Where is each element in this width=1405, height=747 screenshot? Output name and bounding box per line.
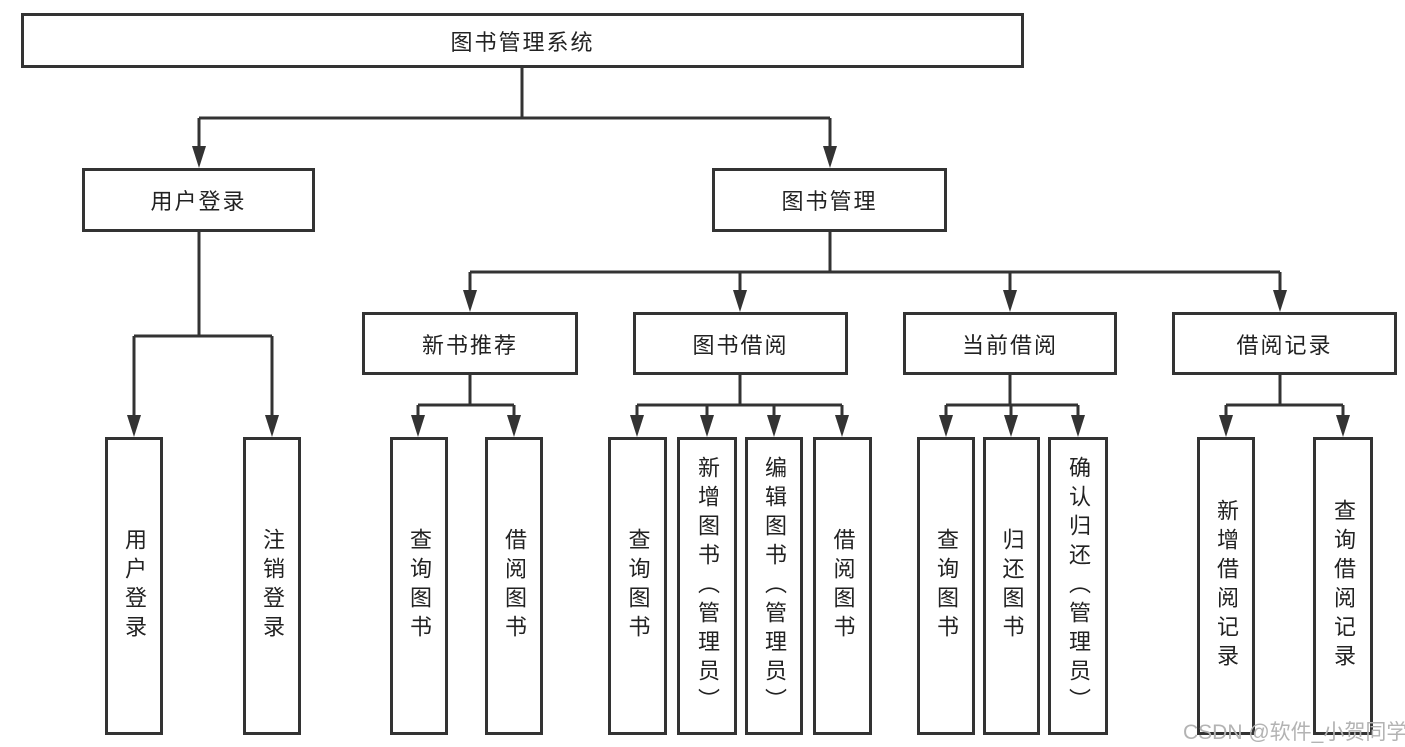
leaf-borrow-query-books: 查询图书 — [608, 437, 667, 735]
leaf-recommend-query-books: 查询图书 — [390, 437, 448, 735]
node-label: 借阅图书 — [830, 528, 856, 644]
node-label: 新增图书（管理员） — [695, 455, 720, 717]
leaf-logout: 注销登录 — [243, 437, 301, 735]
node-book-management: 图书管理 — [712, 168, 947, 232]
node-library-management-system: 图书管理系统 — [21, 13, 1024, 68]
node-label: 新书推荐 — [421, 332, 518, 358]
node-label: 查询图书 — [407, 528, 432, 644]
node-book-borrowing: 图书借阅 — [633, 312, 848, 375]
node-label: 借阅图书 — [502, 528, 527, 644]
node-label: 用户登录 — [122, 528, 147, 644]
node-label: 查询图书 — [934, 528, 959, 644]
node-current-borrowing: 当前借阅 — [903, 312, 1117, 375]
node-new-book-recommendation: 新书推荐 — [362, 312, 578, 375]
leaf-current-return-books: 归还图书 — [983, 437, 1040, 735]
leaf-borrow-add-books-admin: 新增图书（管理员） — [677, 437, 737, 735]
node-label: 查询图书 — [625, 528, 651, 644]
leaf-current-query-books: 查询图书 — [917, 437, 975, 735]
node-label: 图书借阅 — [692, 332, 789, 358]
node-label: 注销登录 — [260, 528, 285, 644]
leaf-user-login: 用户登录 — [105, 437, 163, 735]
node-label: 用户登录 — [150, 189, 247, 214]
node-label: 新增借阅记录 — [1214, 499, 1239, 673]
leaf-borrow-edit-books-admin: 编辑图书（管理员） — [745, 437, 803, 735]
leaf-recommend-borrow-books: 借阅图书 — [485, 437, 543, 735]
leaf-records-add-borrow-record: 新增借阅记录 — [1197, 437, 1255, 735]
csdn-watermark: CSDN @软件_小贺同学 — [1183, 721, 1405, 744]
leaf-records-query-borrow-record: 查询借阅记录 — [1313, 437, 1373, 735]
node-label: 归还图书 — [999, 528, 1025, 644]
leaf-current-confirm-return-admin: 确认归还（管理员） — [1048, 437, 1108, 735]
node-label: 编辑图书（管理员） — [762, 455, 787, 717]
leaf-borrow-borrow-books: 借阅图书 — [813, 437, 872, 735]
node-label: 图书管理系统 — [450, 29, 595, 55]
node-label: 当前借阅 — [961, 332, 1058, 358]
node-label: 查询借阅记录 — [1331, 499, 1356, 673]
node-label: 借阅记录 — [1236, 332, 1333, 358]
node-user-login-branch: 用户登录 — [82, 168, 315, 232]
node-borrowing-records: 借阅记录 — [1172, 312, 1397, 375]
arrowheads — [127, 146, 1350, 437]
node-label: 确认归还（管理员） — [1066, 455, 1091, 717]
node-label: 图书管理 — [781, 189, 878, 214]
